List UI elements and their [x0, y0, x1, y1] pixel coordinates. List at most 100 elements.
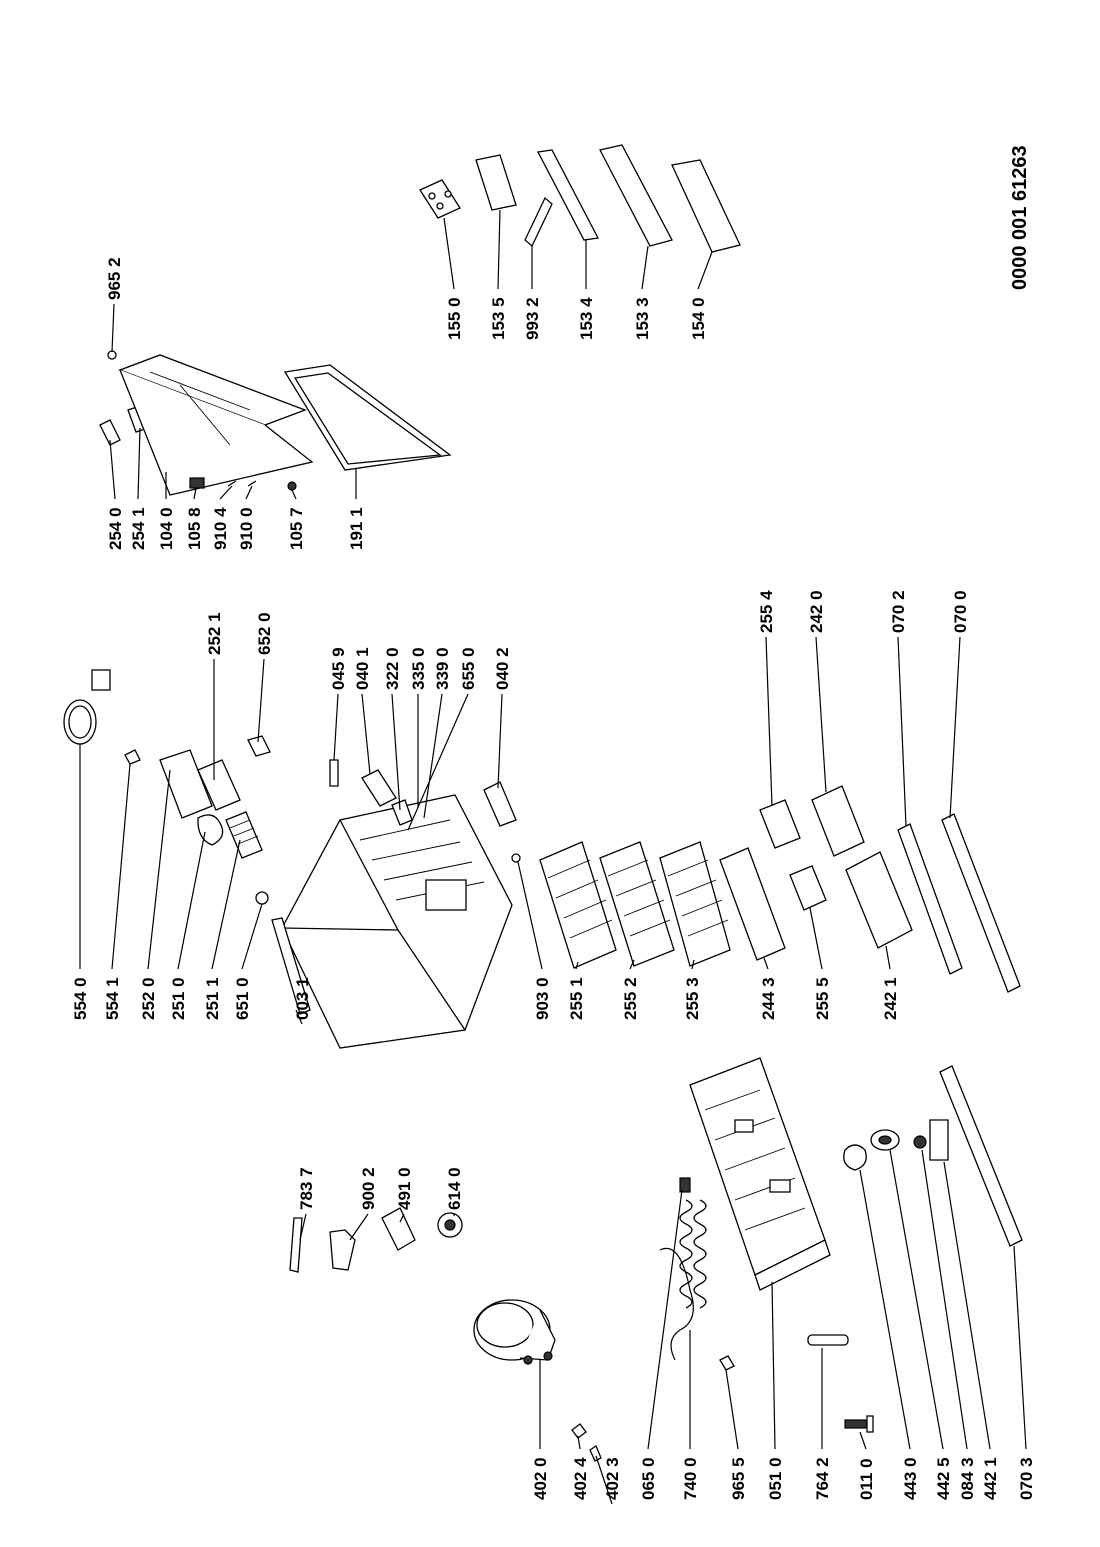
part-label-washer: 335 0 — [409, 647, 428, 690]
part-callout-door-cap: 965 2 — [105, 257, 124, 353]
part-label-lamp-cover: 251 0 — [169, 977, 188, 1020]
leader-line-condenser-clip — [647, 1189, 683, 1450]
part-label-condenser-clip: 065 0 — [639, 1457, 658, 1500]
part-label-door-stop-pin: 105 7 — [287, 507, 306, 550]
part-label-shelf-support-right: 255 4 — [757, 590, 776, 633]
part-label-door-cap: 965 2 — [105, 257, 124, 300]
top-trim-drawing — [271, 917, 311, 1015]
part-callout-compressor: 402 0 — [531, 1360, 550, 1500]
leader-line-crisper-drawer-left — [885, 945, 891, 970]
part-callout-retainer-bar: 153 4 — [577, 240, 596, 340]
part-callout-bracket: 442 1 — [943, 1161, 1000, 1500]
leader-line-butter-box — [497, 209, 501, 290]
part-callout-plinth-strip: 070 2 — [889, 590, 908, 827]
part-callout-overload-protector: 442 5 — [889, 1149, 953, 1500]
part-label-switch: 652 0 — [255, 612, 274, 655]
part-label-bracket: 442 1 — [981, 1457, 1000, 1500]
leader-line-screw-b — [245, 485, 253, 500]
part-callout-lamp-cover: 251 0 — [169, 831, 206, 1020]
part-callout-upper-hinge: 040 1 — [353, 647, 372, 775]
part-label-screw: 011 0 — [857, 1458, 876, 1500]
document-number: 0000 001 61263 — [1009, 145, 1031, 290]
part-callout-egg-tray: 155 0 — [443, 217, 464, 340]
part-callout-kick-plate: 070 0 — [949, 590, 970, 819]
part-callout-cable-clip: 554 1 — [103, 763, 131, 1020]
part-callout-washer: 335 0 — [409, 647, 428, 808]
part-callout-base-frame: 051 0 — [766, 1281, 785, 1500]
leader-line-switch — [257, 658, 265, 743]
leader-line-overload-protector — [889, 1149, 944, 1450]
part-callout-drain-plug: 903 0 — [517, 861, 552, 1020]
part-label-glass-shelf: 244 3 — [759, 977, 778, 1020]
grommet-drawing — [719, 1355, 735, 1371]
part-callout-condenser-clip: 065 0 — [639, 1189, 683, 1500]
leader-line-thermostat-housing — [147, 769, 171, 970]
overload-protector-drawing — [870, 1129, 900, 1151]
part-label-shelf-3: 255 3 — [683, 977, 702, 1020]
part-callout-shelf-support-left: 255 5 — [809, 907, 832, 1020]
filter-drier-drawing — [807, 1334, 849, 1346]
part-callout-grommet: 965 5 — [725, 1369, 748, 1500]
bottle-retainer-drawing — [524, 196, 553, 248]
part-callout-shelf-1: 255 1 — [567, 961, 586, 1020]
terminal-block-drawing — [329, 1229, 356, 1271]
part-callout-compressor-clip: 402 4 — [571, 1435, 590, 1500]
part-callout-bottle-shelf: 154 0 — [689, 251, 713, 340]
part-label-compressor-clip: 402 4 — [571, 1457, 590, 1500]
part-label-screw-b: 910 0 — [237, 507, 256, 550]
part-label-grommet: 965 5 — [729, 1457, 748, 1500]
glass-shelf-drawing — [719, 847, 786, 961]
part-callout-crisper-drawer-left: 242 1 — [881, 945, 900, 1020]
door-shelf-drawing — [599, 144, 673, 247]
part-callout-filter-drier: 764 2 — [813, 1348, 832, 1500]
part-label-door-gasket: 191 1 — [347, 507, 366, 550]
leader-line-egg-tray — [443, 217, 455, 290]
leader-line-shelf-support-left — [809, 907, 823, 970]
part-label-lamp: 651 0 — [233, 977, 252, 1020]
leader-line-hinge-cover — [391, 693, 401, 811]
leader-line-cable-clip — [111, 763, 131, 970]
leader-line-cover-cap — [399, 1213, 405, 1223]
part-label-drain-plug: 903 0 — [533, 977, 552, 1020]
part-callout-switch: 652 0 — [255, 612, 274, 743]
condenser-coil-drawing — [659, 1199, 707, 1361]
base-frame-drawing — [689, 1057, 831, 1291]
door-cap-drawing — [107, 350, 117, 360]
hinge-pin-drawing — [329, 759, 339, 787]
shelf-support-left-drawing — [789, 865, 827, 911]
compressor-spring-drawing — [589, 1445, 602, 1462]
part-callout-relay: 443 0 — [859, 1169, 920, 1500]
leader-line-hinge-pin — [333, 693, 339, 761]
part-label-door-switch-plunger: 655 0 — [459, 647, 478, 690]
leader-line-door-cap — [111, 303, 115, 353]
sensor-tube-drawing — [289, 1217, 303, 1273]
leader-line-screw-a — [219, 485, 233, 500]
part-label-door-stop: 105 8 — [185, 507, 204, 550]
part-callout-screw-b: 910 0 — [237, 485, 256, 550]
retainer-bar-drawing — [536, 149, 600, 241]
leader-line-lamp — [241, 903, 263, 970]
part-label-door: 104 0 — [157, 507, 176, 550]
part-label-nut: 084 3 — [958, 1457, 977, 1500]
part-callout-shelf-support-right: 255 4 — [757, 590, 776, 807]
lower-hinge-drawing — [483, 781, 517, 827]
leader-line-kick-plate — [949, 636, 961, 819]
part-label-cable-clip: 554 1 — [103, 977, 122, 1020]
part-label-lower-hinge: 040 2 — [493, 647, 512, 690]
part-label-hinge-pin: 045 9 — [329, 647, 348, 690]
leader-line-screw — [859, 1431, 867, 1450]
leader-line-door-shelf — [641, 245, 649, 290]
shelf-2-drawing — [599, 841, 675, 967]
part-callout-door-stop-pin: 105 7 — [287, 489, 306, 550]
screw-drawing — [844, 1415, 874, 1433]
leader-line-compressor-spring — [595, 1455, 613, 1505]
part-callout-door-switch-plunger: 655 0 — [407, 647, 478, 831]
part-label-filter-drier: 764 2 — [813, 1457, 832, 1500]
condenser-clip-drawing — [679, 1177, 691, 1193]
light-grille-drawing — [225, 811, 263, 859]
leader-line-handle-bracket — [137, 427, 141, 500]
switch-drawing — [247, 735, 271, 757]
leader-line-bottle-shelf — [697, 251, 713, 290]
